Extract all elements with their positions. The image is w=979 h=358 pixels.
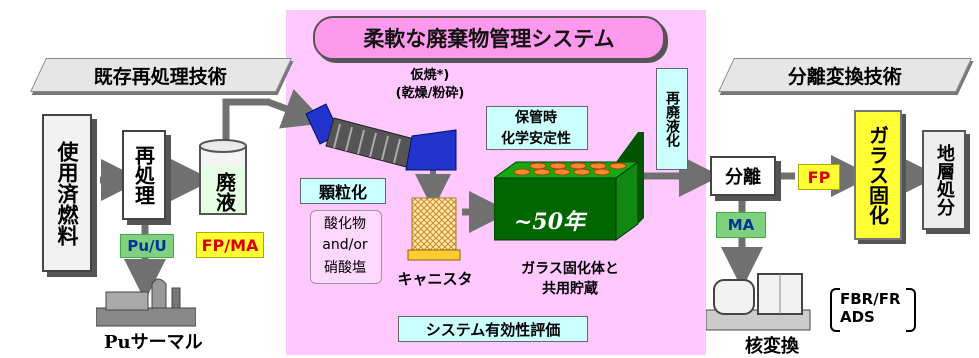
oxide-line2: and/or <box>322 237 368 253</box>
calcination-line2: (乾燥/粉砕) <box>395 85 465 101</box>
left-banner-label: 既存再処理技術 <box>94 65 228 88</box>
transmutation-reactor-icon <box>706 273 811 331</box>
canister-label: キャニスタ <box>397 269 473 288</box>
reactor-bracket-right <box>906 288 916 332</box>
system-title: 柔軟な廃棄物管理システム <box>313 16 665 60</box>
ads-label: ADS <box>840 308 875 326</box>
arrow-waste-up <box>222 98 270 140</box>
geological-disposal-label: 地層処分 <box>934 144 955 216</box>
oxide-line3: 硝酸塩 <box>324 260 366 276</box>
reactor-bracket-left <box>830 288 840 332</box>
system-evaluation-label: システム有効性評価 <box>398 316 588 342</box>
spent-fuel-label: 使用済燃料 <box>55 140 79 246</box>
fbr-fr-label: FBR/FR <box>840 290 901 308</box>
fp-ma-label-left: FP/MA <box>196 232 264 258</box>
reliquefy-label: 再廃液化 <box>664 91 680 147</box>
granulation-label: 顆粒化 <box>300 178 386 204</box>
storage-facility-icon <box>494 132 644 241</box>
co-storage-line1: ガラス固化体と <box>521 261 619 277</box>
ma-label: MA <box>716 212 766 238</box>
rotary-calciner-icon <box>305 103 457 171</box>
pu-thermal-label: Puサーマル <box>104 332 203 353</box>
pu-u-label: Pu/U <box>120 234 174 258</box>
reliquefy-box: 再廃液化 <box>656 68 688 170</box>
vitrification-label: ガラス固化 <box>865 125 890 225</box>
pu-thermal-plant-icon <box>96 278 196 327</box>
storage-stability-box <box>486 106 588 150</box>
transmutation-label: 核変換 <box>745 336 799 357</box>
vitrification-box: ガラス固化 <box>854 110 902 240</box>
oxide-box <box>310 210 382 284</box>
right-banner: 分離変換技術 <box>718 58 972 92</box>
left-banner: 既存再処理技術 <box>30 58 292 92</box>
reprocessing-box: 再処理 <box>122 130 166 220</box>
geological-disposal-box: 地層処分 <box>922 130 966 230</box>
fp-label-right: FP <box>798 164 840 190</box>
liquid-waste-label: 廃液 <box>212 172 237 212</box>
co-storage-line2: 共用貯蔵 <box>542 281 598 297</box>
years-label: ~50年 <box>514 209 586 235</box>
separation-box: 分離 <box>710 156 776 196</box>
right-banner-label: 分離変換技術 <box>787 65 902 88</box>
arrow-to-calciner <box>266 89 326 129</box>
storage-line1: 保管時 <box>515 109 557 126</box>
oxide-line1: 酸化物 <box>324 216 366 232</box>
reprocessing-label: 再処理 <box>131 145 156 205</box>
canister-icon <box>407 197 461 261</box>
spent-fuel-box: 使用済燃料 <box>42 114 92 272</box>
calcination-line1: 仮焼*) <box>410 67 450 83</box>
liquid-waste-tank <box>199 139 247 215</box>
storage-line2: 化学安定性 <box>501 130 571 147</box>
